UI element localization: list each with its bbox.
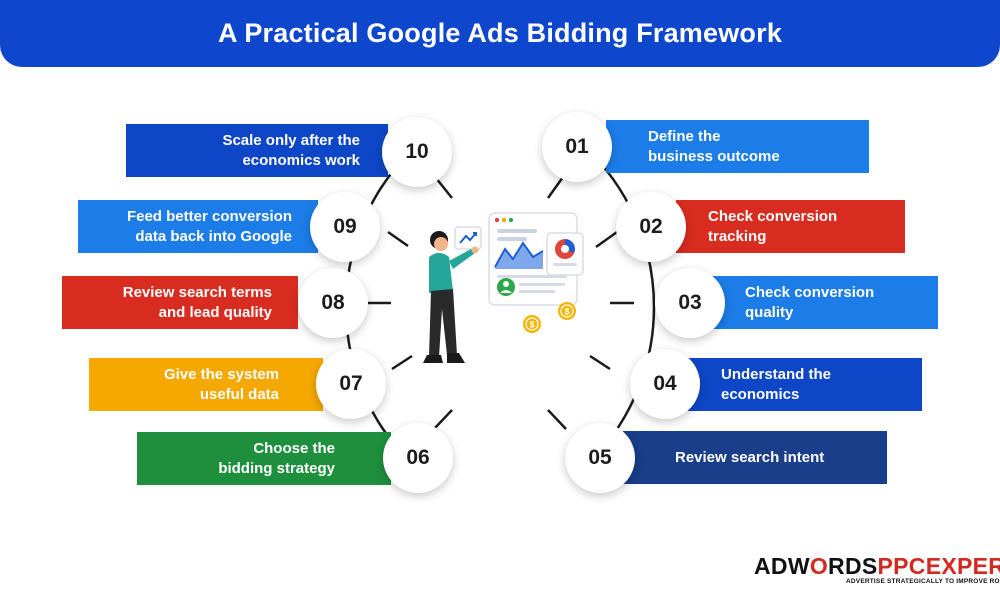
logo-part-3: RDS: [828, 553, 878, 579]
header-banner: A Practical Google Ads Bidding Framework: [0, 0, 1000, 67]
tick-09: [387, 230, 409, 248]
step-07-line-1: Give the system: [163, 365, 279, 383]
step-03-line-2: quality: [745, 303, 794, 321]
step-08-circle: 08: [298, 268, 368, 338]
step-05-circle: 05: [565, 423, 635, 493]
step-04-line-1: Understand the: [721, 365, 832, 383]
step-06-circle: 06: [383, 423, 453, 493]
person-pointing-icon: [423, 231, 479, 363]
pie-chart-icon: [546, 232, 584, 276]
step-10-bar: Scale only after the economics work: [126, 124, 388, 177]
step-10-line-1: Scale only after the: [222, 131, 360, 149]
tick-02: [595, 230, 618, 249]
tick-06: [433, 409, 453, 430]
step-01-line-2: business outcome: [648, 147, 780, 165]
step-07-bar: Give the system useful data: [89, 358, 323, 411]
user-profile-icon: [497, 278, 515, 296]
step-02-line-1: Check conversion: [708, 207, 838, 225]
step-06-line-2: bidding strategy: [218, 459, 335, 477]
trend-up-icon: [454, 226, 482, 250]
step-09-bar: Feed better conversion data back into Go…: [78, 200, 318, 253]
tick-10: [435, 177, 453, 199]
step-08-bar: Review search terms and lead quality: [62, 276, 298, 329]
adwords-ppc-expert-logo: ADWORDSPPCEXPERT ADVERTISE STRATEGICALLY…: [754, 553, 1000, 590]
step-09-line-1: Feed better conversion: [126, 207, 292, 225]
step-01-circle: 01: [542, 112, 612, 182]
step-07-circle: 07: [316, 349, 386, 419]
step-10-line-2: economics work: [242, 151, 360, 169]
tick-01: [546, 176, 565, 199]
tick-05: [547, 409, 567, 430]
step-04-bar: Understand the economics: [680, 358, 922, 411]
step-05-bar: Review search intent: [622, 431, 887, 484]
step-02-circle: 02: [616, 192, 686, 262]
step-04-circle: 04: [630, 349, 700, 419]
step-03-circle: 03: [655, 268, 725, 338]
step-08-line-2: and lead quality: [158, 303, 272, 321]
step-04-line-2: economics: [721, 385, 800, 403]
logo-tagline: ADVERTISE STRATEGICALLY TO IMPROVE ROI: [846, 578, 1000, 585]
step-02-bar: Check conversion tracking: [676, 200, 905, 253]
logo-part-4: PPCEXPERT: [877, 553, 1000, 579]
step-09-line-2: data back into Google: [135, 227, 292, 245]
step-10-circle: 10: [382, 117, 452, 187]
step-05-line-1: Review search intent: [675, 448, 825, 466]
dollar-coin-icon: $ $: [523, 302, 576, 333]
svg-text:$: $: [564, 307, 569, 317]
step-08-line-1: Review search terms: [122, 283, 272, 301]
step-07-line-2: useful data: [199, 385, 279, 403]
logo-wordmark: ADWORDSPPCEXPERT: [754, 553, 1000, 579]
step-01-line-1: Define the: [648, 127, 721, 145]
tick-07: [391, 354, 413, 371]
step-06-bar: Choose the bidding strategy: [137, 432, 391, 485]
analytics-illustration: $ $: [423, 212, 584, 363]
step-09-circle: 09: [310, 192, 380, 262]
page-title: A Practical Google Ads Bidding Framework: [217, 18, 783, 48]
svg-text:$: $: [529, 320, 534, 330]
magnifier-o-icon: O: [809, 553, 829, 579]
step-03-bar: Check conversion quality: [700, 276, 938, 329]
step-01-bar: Define the business outcome: [606, 120, 869, 173]
step-03-line-1: Check conversion: [745, 283, 875, 301]
tick-04: [589, 354, 611, 371]
step-02-line-2: tracking: [708, 227, 767, 245]
step-06-line-1: Choose the: [253, 439, 335, 457]
logo-part-1: ADW: [754, 553, 810, 579]
